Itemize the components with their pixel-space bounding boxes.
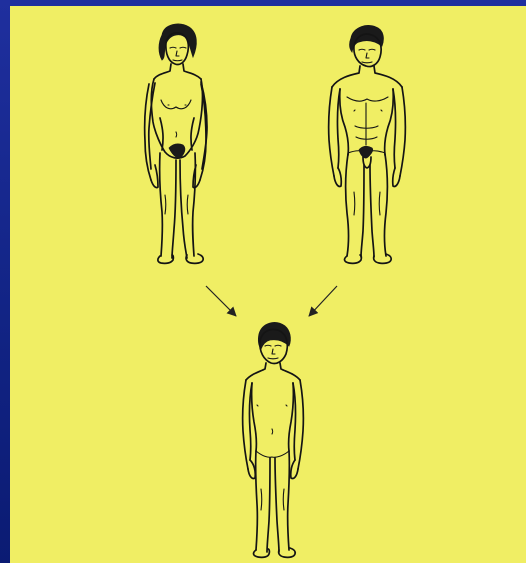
child-figure [243,323,304,558]
female-adult-figure [145,24,207,263]
inheritance-arrows [206,286,337,316]
arrow-right-parent-to-child [309,286,337,316]
arrow-left-parent-to-child [206,286,236,316]
male-adult-figure [329,25,406,263]
